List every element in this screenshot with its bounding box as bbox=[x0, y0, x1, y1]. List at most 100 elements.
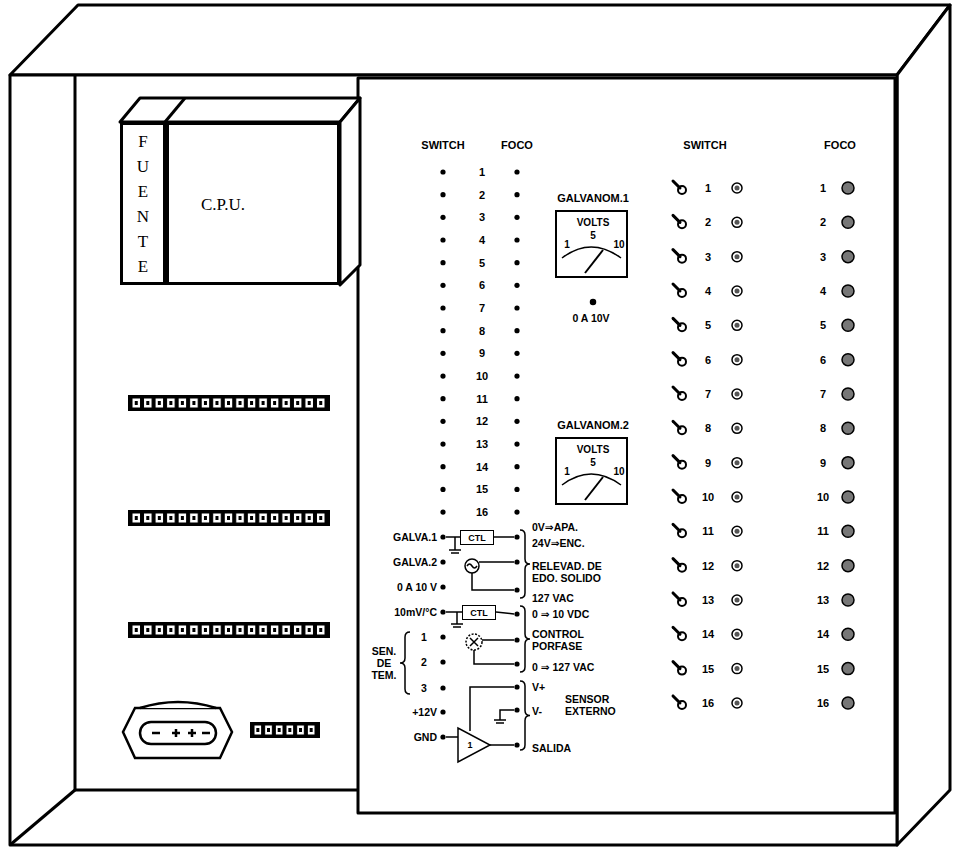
row-number: 9 bbox=[479, 347, 485, 360]
connector-strip bbox=[128, 622, 330, 638]
bracket bbox=[520, 681, 530, 750]
control-wiring bbox=[446, 611, 462, 613]
terminal-dots bbox=[440, 192, 445, 197]
terminal-dots bbox=[440, 487, 445, 492]
connector-strip bbox=[319, 628, 322, 632]
control-wiring bbox=[470, 638, 478, 646]
row-number: 4 bbox=[479, 234, 485, 247]
control-wiring bbox=[465, 559, 479, 573]
control-wiring bbox=[446, 537, 514, 762]
connector-strip bbox=[213, 513, 222, 523]
connector-strip bbox=[132, 625, 141, 635]
connector-strip bbox=[236, 398, 245, 408]
switch-lamp-rows bbox=[735, 357, 740, 362]
device-label: CONTROL PORFASE bbox=[532, 628, 612, 652]
connector-strip bbox=[256, 728, 259, 732]
switch-number: 13 bbox=[702, 593, 714, 606]
connector-strip bbox=[128, 510, 330, 526]
connector-strip bbox=[144, 625, 153, 635]
control-wiring bbox=[474, 650, 514, 664]
terminal-dots bbox=[440, 396, 445, 401]
lamp-number: 12 bbox=[817, 559, 829, 572]
connector-strip bbox=[135, 628, 138, 632]
terminal-dots bbox=[440, 685, 445, 690]
connector-strip bbox=[204, 401, 207, 405]
terminal-dots bbox=[440, 734, 445, 739]
connector-strip bbox=[308, 516, 311, 520]
connector-strip bbox=[254, 725, 262, 735]
switch-lamp-rows bbox=[732, 458, 742, 468]
connector-strip bbox=[273, 516, 276, 520]
switch-lamp-rows bbox=[735, 494, 740, 499]
box-label: C.P.U. bbox=[201, 195, 245, 215]
signal-note: 127 VAC bbox=[532, 592, 574, 604]
switch-lamp-rows bbox=[735, 220, 740, 225]
control-wiring bbox=[482, 639, 514, 641]
connector-strip bbox=[319, 401, 322, 405]
connector-strip bbox=[128, 395, 330, 411]
signal-name: V+ bbox=[532, 681, 545, 693]
connector-strip bbox=[132, 398, 141, 408]
connector-strip bbox=[201, 398, 210, 408]
galvanometer: GALVANOM.2VOLTS1510 bbox=[555, 437, 628, 505]
switch-lamp-rows bbox=[673, 284, 680, 291]
column-header: FOCO bbox=[824, 139, 856, 152]
scale-number: 10 bbox=[613, 239, 624, 251]
device-label: SENSOR EXTERNO bbox=[565, 693, 637, 717]
terminal-dots bbox=[514, 611, 519, 616]
lamp-number: 5 bbox=[820, 319, 826, 332]
connector-strip bbox=[192, 628, 195, 632]
switch-lamp-rows bbox=[842, 354, 854, 366]
control-box: CTL bbox=[460, 530, 494, 545]
connector-strip bbox=[273, 628, 276, 632]
switch-lamp-rows bbox=[842, 594, 854, 606]
connector-strip bbox=[215, 516, 218, 520]
lamp-number: 6 bbox=[820, 353, 826, 366]
switch-lamp-rows bbox=[735, 426, 740, 431]
lamp-number: 1 bbox=[820, 182, 826, 195]
terminal-dots bbox=[514, 441, 519, 446]
row-number: 11 bbox=[476, 392, 488, 405]
signal-name: V- bbox=[532, 705, 542, 717]
connector-strip bbox=[167, 513, 176, 523]
connector-strip bbox=[307, 725, 315, 735]
outlet bbox=[140, 722, 216, 744]
control-wiring bbox=[456, 612, 458, 624]
connector-strip bbox=[169, 401, 172, 405]
switch-lamp-rows bbox=[673, 421, 680, 428]
connector-strip bbox=[316, 513, 325, 523]
switch-number: 8 bbox=[705, 422, 711, 435]
connector-strip bbox=[296, 401, 299, 405]
connector-strip bbox=[158, 516, 161, 520]
switch-lamp-rows bbox=[673, 181, 854, 709]
switch-lamp-rows bbox=[673, 662, 680, 669]
switch-lamp-rows bbox=[735, 666, 740, 671]
control-wiring bbox=[496, 722, 504, 724]
row-number: 16 bbox=[476, 506, 488, 519]
terminal-label: GALVA.2 bbox=[393, 556, 437, 568]
cpu-housing bbox=[120, 98, 360, 285]
scale-number: 5 bbox=[590, 230, 596, 242]
connector-strip bbox=[262, 628, 265, 632]
switch-lamp-rows bbox=[735, 563, 740, 568]
connector-strip bbox=[265, 725, 273, 735]
control-wiring bbox=[449, 549, 461, 551]
control-wiring bbox=[458, 728, 490, 762]
connector-strip bbox=[259, 513, 268, 523]
terminal-dots bbox=[514, 742, 519, 747]
terminal-dots bbox=[514, 328, 519, 333]
connector-strip bbox=[155, 513, 164, 523]
switch-lamp-rows bbox=[735, 186, 740, 191]
switch-lamp-rows bbox=[732, 629, 742, 639]
connector-strip bbox=[310, 728, 313, 732]
bracket bbox=[400, 632, 410, 694]
terminal-dots bbox=[514, 169, 519, 174]
terminal-dots bbox=[514, 587, 519, 592]
terminal-dots bbox=[514, 419, 519, 424]
connector-strip bbox=[128, 510, 330, 526]
control-wiring bbox=[446, 736, 458, 738]
switch-number: 4 bbox=[705, 284, 711, 297]
connector-strip bbox=[224, 513, 233, 523]
terminal-dots bbox=[440, 609, 445, 614]
lamp-number: 7 bbox=[820, 387, 826, 400]
